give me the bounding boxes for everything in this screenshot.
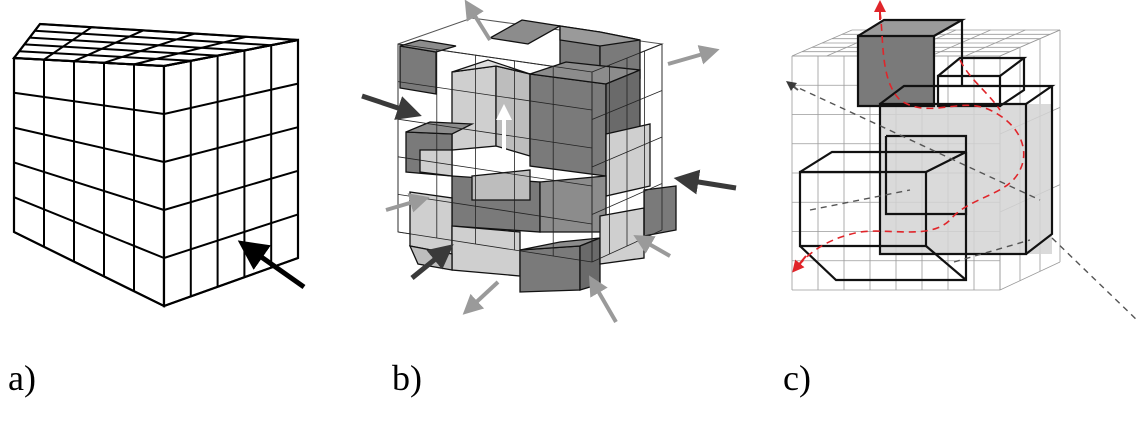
panel-b-displaced-voxel-cube	[361, 0, 737, 324]
grid-line	[397, 43, 593, 73]
grid-line	[13, 23, 41, 59]
voxel-grid-lines	[397, 43, 663, 263]
grid-line	[397, 81, 593, 111]
arrow-icon	[673, 169, 737, 195]
arrow-icon	[385, 193, 430, 213]
bold-box-outlines	[798, 18, 1056, 282]
arrow-icon	[464, 0, 492, 42]
arrow-icon	[462, 280, 500, 315]
grid-line	[397, 156, 593, 187]
grid-line	[13, 231, 165, 307]
grid-line	[999, 261, 1061, 291]
grid-line	[13, 196, 165, 259]
grid-line	[397, 194, 593, 225]
grid-line	[103, 32, 196, 64]
dark-block	[858, 36, 934, 106]
grid-line	[29, 36, 245, 52]
arrow-icon	[667, 45, 720, 66]
panel-label-b: b)	[392, 358, 422, 398]
grid-line	[163, 126, 299, 163]
grid-line	[397, 118, 593, 149]
red-path	[799, 11, 1025, 265]
grid-line	[163, 39, 299, 67]
grid-line	[133, 35, 247, 66]
grid-line	[591, 183, 663, 215]
panel-label-c: c)	[783, 358, 811, 398]
grid-line	[13, 91, 165, 115]
grid-line	[39, 23, 299, 41]
grid-line	[163, 169, 299, 211]
grid-line	[965, 29, 1026, 57]
arrow-icon	[410, 244, 454, 280]
grid-line	[43, 26, 93, 61]
grid-line	[13, 126, 165, 163]
panel-c-wireframe-nested-boxes	[786, 0, 1139, 323]
grid-line	[397, 231, 593, 263]
grid-line	[591, 136, 663, 168]
uniform-cube-grid-lines	[13, 23, 299, 307]
dark-block-top	[858, 20, 962, 36]
grid-line	[13, 57, 165, 67]
arrow-icon	[633, 235, 671, 258]
panel-a-uniform-cube	[11, 22, 306, 308]
arrow-icon	[792, 255, 807, 273]
arrow-icon	[786, 81, 799, 91]
grid-line	[24, 43, 218, 57]
arrow-icon	[361, 93, 422, 120]
grid-line	[73, 29, 144, 63]
grid-line	[999, 29, 1061, 57]
arrow-icon	[237, 240, 306, 290]
grid-line	[163, 213, 299, 259]
grid-line	[19, 50, 191, 62]
dashed-guide-lines	[789, 83, 1139, 323]
grid-line	[13, 161, 165, 211]
panel-label-a: a)	[8, 358, 36, 398]
voxel-arrows	[361, 0, 737, 324]
grid-line	[34, 29, 272, 47]
grid-line	[163, 82, 299, 115]
arrow-icon	[588, 275, 618, 324]
